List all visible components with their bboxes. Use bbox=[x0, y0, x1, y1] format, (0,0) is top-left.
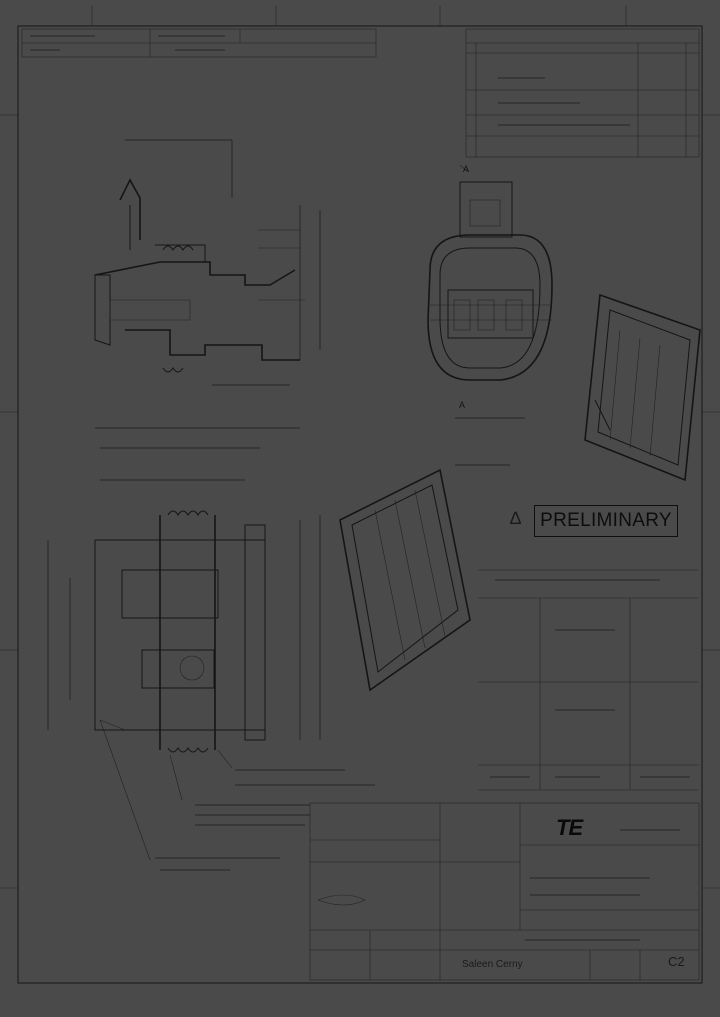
te-logo: TE bbox=[556, 815, 583, 840]
parts-table bbox=[465, 28, 700, 158]
isometric-view-left bbox=[339, 464, 510, 692]
sheet-border bbox=[0, 6, 720, 984]
title-block-lines bbox=[309, 802, 700, 981]
revision-triangle-mark: ∆ bbox=[510, 508, 522, 528]
isometric-view-right bbox=[584, 293, 701, 482]
view-callout-a: A bbox=[463, 164, 469, 174]
reference-block bbox=[21, 28, 377, 58]
preliminary-label: PRELIMINARY bbox=[540, 510, 672, 531]
section-view-side bbox=[94, 139, 321, 449]
preliminary-stamp: PRELIMINARY bbox=[534, 505, 678, 537]
notes bbox=[155, 769, 375, 871]
material-table bbox=[478, 569, 699, 791]
revision-label: C2 bbox=[668, 954, 685, 969]
drawn-by-name: Saleen Cerny bbox=[462, 959, 523, 970]
detail-callout-a: A bbox=[459, 400, 465, 410]
front-view bbox=[427, 164, 553, 419]
top-view bbox=[47, 479, 321, 861]
